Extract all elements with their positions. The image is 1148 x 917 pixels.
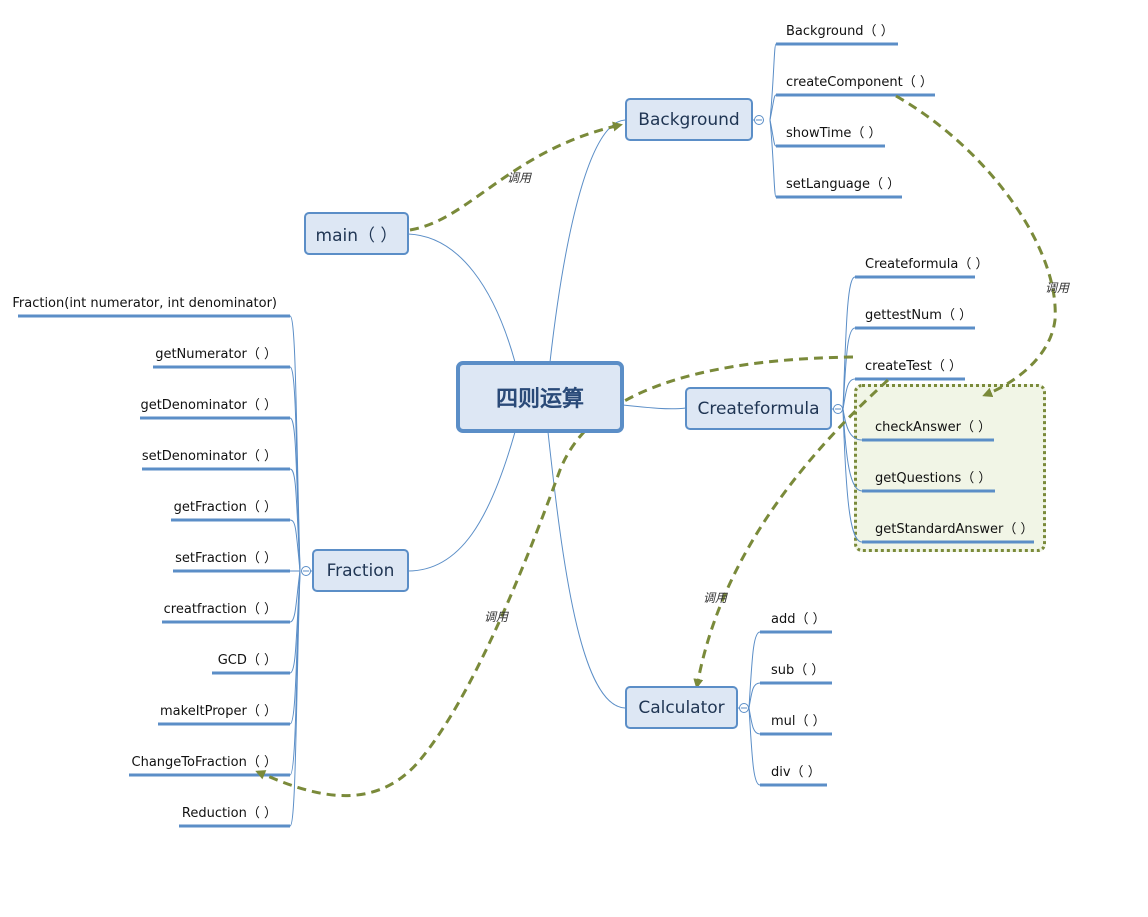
- leaf-showtime[interactable]: showTime（ ）: [786, 126, 882, 141]
- leaf-getfraction[interactable]: getFraction（ ）: [173, 500, 277, 515]
- createformula-node[interactable]: Createformula: [685, 387, 832, 430]
- leaf-background-ctor[interactable]: Background（ ）: [786, 24, 894, 39]
- leaf-getdenominator[interactable]: getDenominator（ ）: [140, 398, 277, 413]
- leaf-fraction-ctor[interactable]: Fraction(int numerator, int denominator): [12, 296, 277, 311]
- main-node[interactable]: main（ ）: [304, 212, 409, 255]
- edge-label-createtest-calculator: 调用: [703, 591, 728, 605]
- leaf-setdenominator[interactable]: setDenominator（ ）: [141, 449, 277, 464]
- leaf-gcd[interactable]: GCD（ ）: [217, 653, 277, 668]
- edge-root-main: [407, 233, 516, 363]
- leaf-changetofraction[interactable]: ChangeToFraction（ ）: [131, 755, 277, 770]
- edge-label-main-background: 调用: [507, 171, 532, 185]
- edge-root-createformula: [622, 404, 687, 410]
- leaf-getnumerator[interactable]: getNumerator（ ）: [155, 347, 277, 362]
- edge-label-createtest-fraction: 调用: [484, 610, 509, 624]
- leaf-setlanguage[interactable]: setLanguage（ ）: [786, 177, 901, 192]
- leaf-gettestnum[interactable]: gettestNum（ ）: [865, 308, 973, 323]
- leaf-div[interactable]: div（ ）: [771, 765, 821, 780]
- background-node[interactable]: Background: [625, 98, 753, 141]
- leaf-reduction[interactable]: Reduction（ ）: [181, 806, 277, 821]
- edge-root-background: [549, 119, 626, 363]
- leaf-sub[interactable]: sub（ ）: [771, 663, 825, 678]
- fraction-node[interactable]: Fraction: [312, 549, 409, 592]
- leaf-add[interactable]: add（ ）: [771, 612, 826, 627]
- call-arrow-main-background: [409, 121, 623, 232]
- leaf-checkanswer[interactable]: checkAnswer（ ）: [875, 420, 992, 435]
- leaf-getquestions[interactable]: getQuestions（ ）: [875, 471, 992, 486]
- call-arrow-createtest-calculator: [693, 378, 890, 689]
- edge-label-createcomponent-group: 调用: [1045, 281, 1070, 295]
- grouped-methods-box: [854, 384, 1046, 552]
- calculator-node[interactable]: Calculator: [625, 686, 738, 729]
- leaf-getstandardanswer[interactable]: getStandardAnswer（ ）: [875, 522, 1034, 537]
- edge-root-calculator: [547, 431, 626, 709]
- call-arrow-createtest-fraction: [255, 355, 854, 798]
- leaf-setfraction[interactable]: setFraction（ ）: [175, 551, 277, 566]
- leaf-createcomponent[interactable]: createComponent（ ）: [786, 75, 933, 90]
- call-arrow-createcomponent-group: [895, 94, 1057, 398]
- leaf-makeitproper[interactable]: makeItProper（ ）: [160, 704, 277, 719]
- edge-root-fraction: [407, 431, 516, 572]
- leaf-createformula-ctor[interactable]: Createformula（ ）: [865, 257, 989, 272]
- root-node[interactable]: 四则运算: [456, 361, 624, 433]
- leaf-createtest[interactable]: createTest（ ）: [865, 359, 962, 374]
- leaf-mul[interactable]: mul（ ）: [771, 714, 826, 729]
- leaf-creatfraction[interactable]: creatfraction（ ）: [163, 602, 277, 617]
